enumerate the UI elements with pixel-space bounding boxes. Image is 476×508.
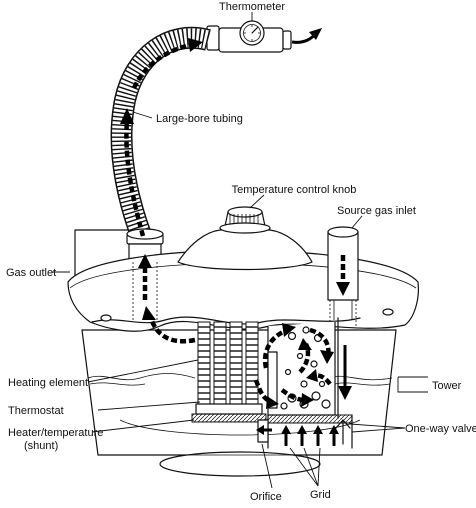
label-source-gas-inlet: Source gas inlet	[337, 205, 416, 217]
label-thermometer: Thermometer	[219, 1, 285, 13]
label-heater-temperature-shunt: (shunt)	[24, 440, 58, 452]
label-heater-temperature: Heater/temperature	[8, 427, 103, 439]
label-gas-outlet: Gas outlet	[6, 267, 56, 279]
label-grid: Grid	[310, 489, 331, 501]
heating-element	[197, 321, 259, 415]
label-heating-element: Heating element	[8, 377, 88, 389]
temperature-control-knob	[177, 206, 313, 271]
large-bore-tubing	[110, 26, 211, 242]
label-orifice: Orifice	[250, 491, 282, 503]
label-large-bore-tubing: Large-bore tubing	[156, 113, 243, 125]
label-temperature-control-knob: Temperature control knob	[232, 184, 357, 196]
label-one-way-valve: One-way valve	[405, 423, 476, 435]
thermometer	[206, 20, 292, 53]
leader-lines	[52, 12, 428, 489]
label-tower: Tower	[432, 380, 462, 392]
thermostat	[191, 403, 267, 423]
label-thermostat: Thermostat	[8, 405, 64, 417]
one-way-valve	[335, 317, 351, 445]
flow-arrows	[120, 28, 352, 446]
